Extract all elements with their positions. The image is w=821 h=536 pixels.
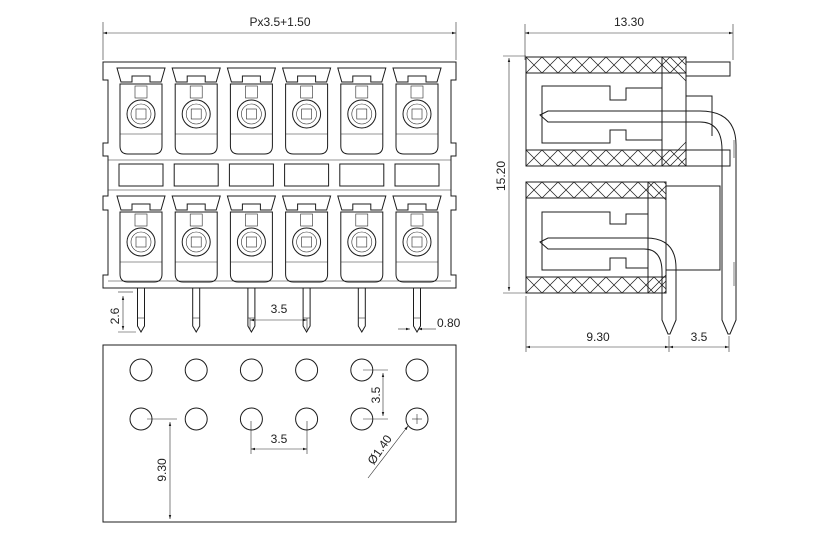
position-label-window: [118, 163, 164, 187]
housing-section-hatch: [525, 56, 687, 294]
pin-size-label: 0.80: [437, 316, 461, 330]
solder-pin: [357, 288, 366, 333]
position-label-window: [228, 163, 274, 187]
solder-pin: [192, 288, 201, 333]
pcb-hole: [239, 358, 263, 382]
solder-pin: [302, 288, 311, 333]
front-pins: [137, 288, 421, 333]
terminal-slot-lower: [281, 195, 332, 283]
terminal-slot-upper: [337, 67, 387, 155]
terminal-slot-lower: [226, 195, 277, 283]
pcb-hole: [184, 358, 208, 382]
position-label-window: [173, 163, 219, 187]
hatch-band: [647, 181, 667, 294]
position-label-window: [284, 163, 330, 187]
side-offset-label: 9.30: [586, 330, 610, 344]
hatch-band: [525, 276, 667, 294]
depth-label: 13.30: [614, 15, 644, 29]
terminal-slot-upper: [281, 67, 332, 155]
side-pitch-label: 3.5: [691, 330, 708, 344]
terminal-slot-upper: [171, 67, 221, 155]
front-view: Px3.5+1.50 2.6 3.5 0.80: [102, 15, 461, 333]
pin-length-label: 2.6: [108, 307, 122, 324]
terminal-slot-upper: [116, 67, 166, 155]
side-view: 13.30 15.20 9.30 3.5: [494, 15, 737, 352]
position-label-window: [339, 163, 385, 187]
pcb-hole: [295, 358, 319, 382]
hole-diameter-label: Ø1.40: [365, 432, 395, 467]
pcb-hole: [129, 358, 153, 382]
pcb-hole: [184, 407, 208, 431]
pcb-hole: [295, 407, 319, 431]
pcb-layout: 3.5 3.5 9.30 Ø1.40: [102, 344, 457, 523]
housing-outline: [102, 61, 457, 289]
solder-pin: [413, 288, 421, 333]
pcb-outline: [102, 344, 457, 523]
terminal-slot-lower: [116, 195, 166, 283]
terminal-slot-lower: [171, 195, 221, 283]
position-label-window: [394, 163, 440, 187]
terminal-slot-lower: [337, 195, 387, 283]
terminal-slot-upper: [392, 67, 442, 155]
terminal-slot-lower: [392, 195, 442, 283]
front-width-label: Px3.5+1.50: [249, 15, 310, 29]
solder-pin: [137, 288, 145, 333]
pcb-hole: [405, 358, 429, 382]
pcb-row-pitch-label: 3.5: [369, 386, 383, 403]
pcb-offset-label: 9.30: [155, 458, 169, 482]
solder-pin: [247, 288, 256, 333]
hatch-band: [525, 181, 667, 199]
terminal-slot-upper: [226, 67, 277, 155]
pcb-hole: [239, 407, 263, 431]
pcb-col-pitch-label: 3.5: [271, 432, 288, 446]
height-label: 15.20: [494, 161, 508, 191]
pcb-hole: [405, 407, 429, 431]
front-pitch-label: 3.5: [271, 302, 288, 316]
front-slots: [116, 67, 442, 283]
